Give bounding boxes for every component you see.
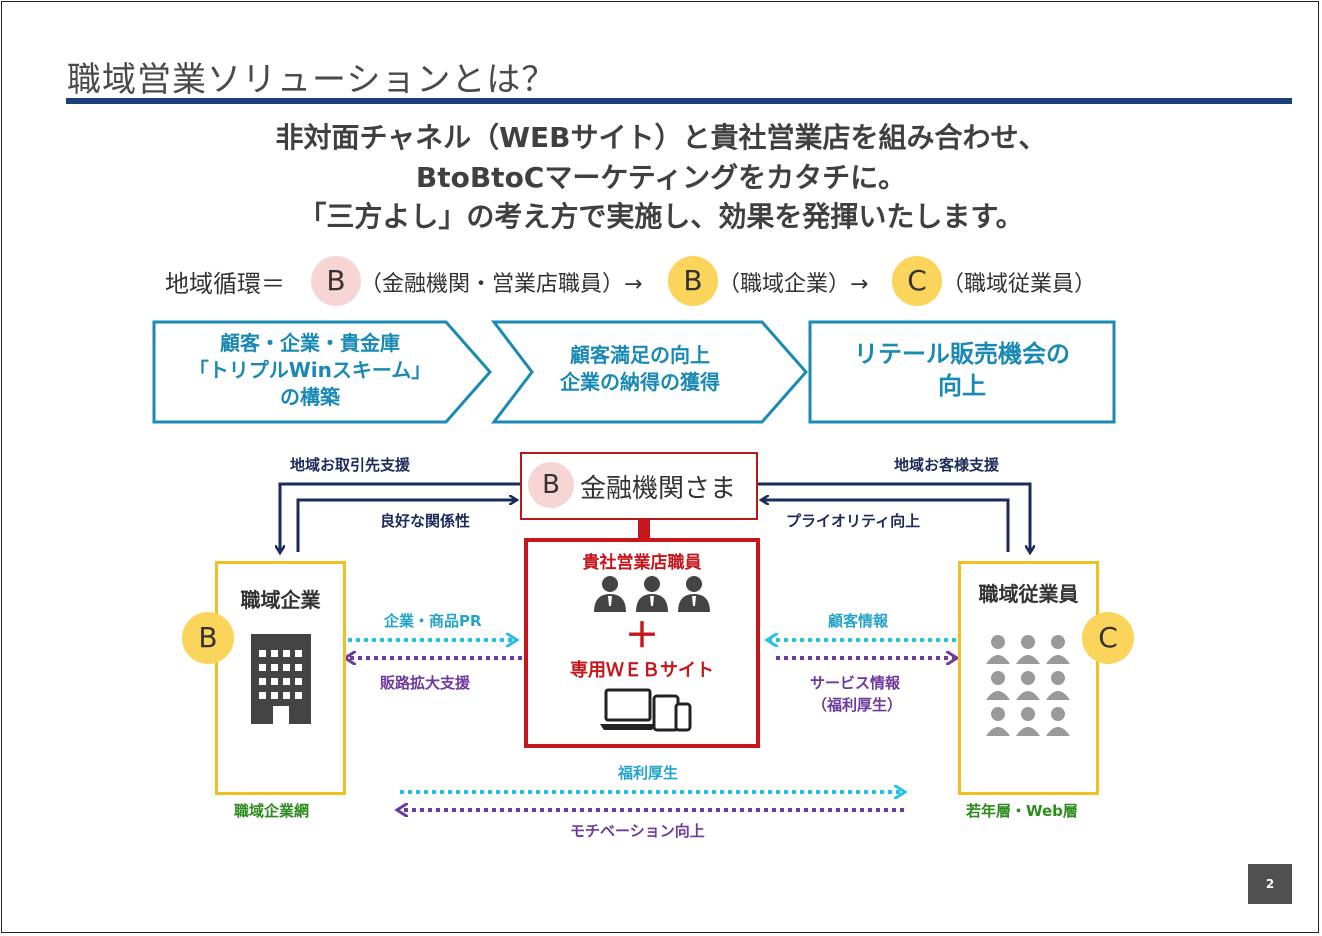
chevron-3-line-1: リテール販売機会の: [854, 340, 1070, 368]
chevron-2-line-2: 企業の納得の獲得: [560, 370, 720, 394]
headline-line-1: 非対面チャネル（WEBサイト）と貴社営業店を組み合わせ、: [275, 121, 1047, 154]
employee-footer: 若年層・Web層: [966, 802, 1078, 820]
employee-title: 職域従業員: [978, 582, 1079, 606]
label-service-info-welfare: （福利厚生）: [812, 696, 903, 714]
loop-b1-text: （金融機関・営業店職員）→: [360, 272, 643, 297]
dedicated-website-label: 専用ＷＥＢサイト: [570, 660, 714, 681]
headline-line-2: BtoBtoCマーケティングをカタチに。: [415, 161, 907, 194]
chevron-3-text: リテール販売機会の 向上: [812, 338, 1112, 402]
connector: [638, 520, 650, 540]
label-welfare: 福利厚生: [618, 764, 679, 782]
chevron-3: [808, 320, 1116, 424]
building-icon: [251, 634, 311, 724]
headline-line-3: 「三方よし」の考え方で実施し、効果を発揮いたします。: [298, 200, 1024, 233]
arrow-company-to-fin: [296, 500, 516, 552]
loop-c-text: （職域従業員）: [942, 272, 1097, 297]
loop-b1-circle: B: [311, 256, 361, 306]
arrow-fin-to-company: [280, 482, 520, 552]
page-title: 職域営業ソリューションとは？: [67, 60, 557, 100]
chevron-1: [152, 320, 492, 424]
label-good-relationship: 良好な関係性: [380, 512, 471, 530]
chevron-1-line-1: 顧客・企業・貴金庫: [220, 331, 400, 355]
people-group-icon: [986, 635, 1070, 736]
staff-people-icon: [594, 576, 710, 612]
chevron-2-text: 顧客満足の向上 企業の納得の獲得: [530, 342, 750, 396]
title-rule: [66, 98, 1292, 104]
branch-staff-box: [524, 538, 760, 748]
company-footer: 職域企業網: [234, 802, 310, 820]
employee-c-circle: C: [1082, 612, 1134, 664]
label-service-info: サービス情報: [810, 674, 901, 692]
label-local-client-support: 地域お取引先支援: [290, 456, 411, 474]
page-number: 2: [1248, 864, 1292, 904]
plus-sign: ＋: [625, 616, 659, 656]
chevron-2: [490, 320, 808, 424]
devices-icon: [600, 688, 692, 732]
branch-staff-title: 貴社営業店職員: [582, 553, 702, 573]
label-priority-up: プライオリティ向上: [786, 512, 921, 530]
company-title: 職域企業: [240, 588, 321, 612]
company-b-circle: B: [182, 612, 234, 664]
loop-b2-circle: B: [668, 256, 718, 306]
chevron-1-line-2: 「トリプルWinスキーム」: [188, 358, 432, 382]
label-motivation: モチベーション向上: [570, 822, 705, 840]
chevron-1-line-3: の構築: [280, 385, 340, 409]
label-sales-support: 販路拡大支援: [380, 674, 471, 692]
financial-institution-label: 金融機関さま: [580, 474, 737, 504]
chevron-1-text: 顧客・企業・貴金庫 「トリプルWinスキーム」 の構築: [170, 330, 450, 411]
loop-c-circle: C: [892, 256, 942, 306]
financial-b-circle: B: [528, 462, 574, 508]
loop-label: 地域循環＝: [165, 270, 285, 298]
label-local-customer-support: 地域お客様支援: [894, 456, 1000, 474]
label-customer-info: 顧客情報: [828, 612, 889, 630]
chevron-3-line-2: 向上: [938, 372, 986, 400]
loop-b2-text: （職域企業）→: [718, 272, 869, 297]
label-company-pr: 企業・商品PR: [384, 612, 482, 630]
arrow-employee-to-fin: [762, 500, 1010, 552]
arrow-fin-to-employee: [758, 482, 1030, 552]
chevron-2-line-1: 顧客満足の向上: [570, 343, 710, 367]
